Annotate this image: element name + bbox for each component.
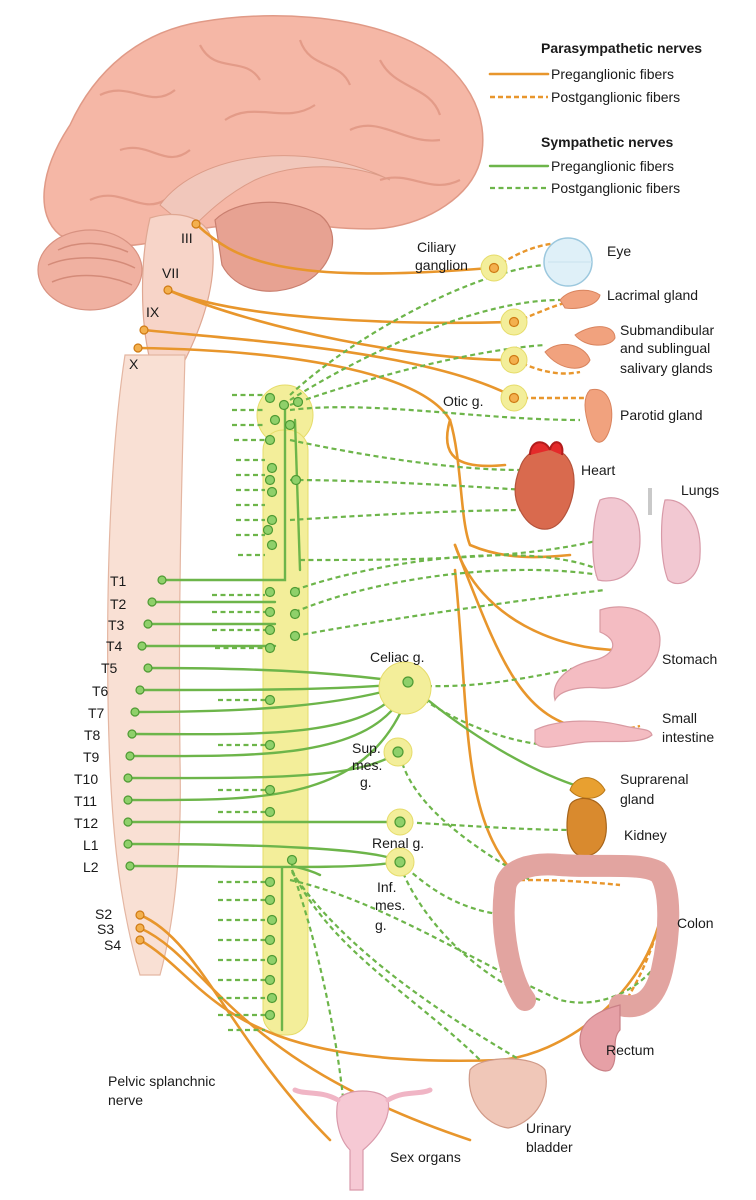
- celiac-ganglion: [378, 661, 432, 715]
- spinal-origin-nodes: [123, 219, 201, 945]
- otic-ganglion-label: Otic g.: [443, 393, 483, 409]
- spinal-level-label: T9: [83, 749, 100, 765]
- cranial-nerve-label: III: [181, 230, 193, 246]
- colon-label: Colon: [677, 915, 714, 931]
- submandibular-ganglion: [500, 346, 528, 374]
- sacral-level-label: S2: [95, 906, 112, 922]
- legend-parasympathetic-post: Postganglionic fibers: [551, 89, 680, 105]
- legend-sympathetic-post: Postganglionic fibers: [551, 180, 680, 196]
- spinal-level-label: L2: [83, 859, 99, 875]
- suprarenal-gland-label: gland: [620, 791, 654, 807]
- lungs-label: Lungs: [681, 482, 719, 498]
- pelvic-nerve-label: Pelvic splanchnic nerve: [108, 1073, 215, 1108]
- spinal-level-label: T12: [74, 815, 98, 831]
- organ-labels: Eye Lacrimal gland Submandibular and sub…: [390, 243, 719, 1165]
- heart-label: Heart: [581, 462, 615, 478]
- ganglion-labels: Ciliary ganglion Otic g. Celiac g. Sup. …: [352, 239, 483, 933]
- sex-organs-label: Sex organs: [390, 1149, 461, 1165]
- rectum-label: Rectum: [606, 1042, 654, 1058]
- cranial-nerve-label: VII: [162, 265, 179, 281]
- spinal-level-label: T6: [92, 683, 109, 699]
- celiac-ganglion-label: Celiac g.: [370, 649, 424, 665]
- chain-nodes: [262, 392, 304, 1021]
- urinary-bladder-label: Urinary: [526, 1120, 571, 1136]
- otic-ganglion: [500, 384, 528, 412]
- spinal-level-label: T4: [106, 638, 123, 654]
- sacral-level-label: S3: [97, 921, 114, 937]
- pelvic-splanchnic-nerve-label: Pelvic splanchnic: [108, 1073, 215, 1089]
- colon-illustration: [492, 853, 680, 1018]
- suprarenal-gland-label: Suprarenal: [620, 771, 689, 787]
- submandibular-label: and sublingual: [620, 340, 710, 356]
- cranial-nerve-label: IX: [146, 304, 160, 320]
- eye-label: Eye: [607, 243, 631, 259]
- rectum-illustration: [579, 1004, 621, 1072]
- sup-mes-ganglion-label: g.: [360, 774, 372, 790]
- spinal-level-label: T3: [108, 617, 125, 633]
- sacral-level-labels: S2 S3 S4: [95, 906, 121, 953]
- eye-illustration: [543, 237, 593, 287]
- spinal-level-label: T2: [110, 596, 127, 612]
- small-intestine-illustration: [534, 720, 653, 748]
- legend-sympathetic-pre: Preganglionic fibers: [551, 158, 674, 174]
- urinary-bladder-label: bladder: [526, 1139, 573, 1155]
- submandibular-label: Submandibular: [620, 322, 715, 338]
- sex-organs-illustration: [292, 1087, 433, 1191]
- small-intestine-label: Small: [662, 710, 697, 726]
- sympathetic-fibers: [126, 263, 661, 1121]
- cranial-nerve-labels: III VII IX X: [129, 230, 193, 372]
- lungs-illustration: [592, 488, 701, 585]
- legend: Parasympathetic nerves Preganglionic fib…: [488, 40, 702, 196]
- spinal-level-label: T7: [88, 705, 105, 721]
- stomach-illustration: [553, 606, 661, 702]
- renal-ganglion-label: Renal g.: [372, 835, 424, 851]
- heart-illustration: [514, 441, 575, 530]
- lacrimal-gland-illustration: [559, 289, 601, 309]
- superior-mesenteric-ganglion: [383, 737, 413, 767]
- inf-mes-ganglion-label: Inf.: [377, 879, 396, 895]
- pterygopalatine-ganglion: [500, 308, 528, 336]
- sup-mes-ganglion-label: mes.: [352, 757, 382, 773]
- spinal-level-label: T5: [101, 660, 118, 676]
- inf-mes-ganglion-label: mes.: [375, 897, 405, 913]
- small-intestine-label: intestine: [662, 729, 714, 745]
- spinal-level-label: L1: [83, 837, 99, 853]
- brainstem: [141, 213, 214, 361]
- spinal-level-label: T8: [84, 727, 101, 743]
- ciliary-ganglion: [480, 254, 508, 282]
- ciliary-ganglion-label: Ciliary: [417, 239, 456, 255]
- legend-parasympathetic-pre: Preganglionic fibers: [551, 66, 674, 82]
- spinal-level-labels: T1 T2 T3 T4 T5 T6 T7 T8 T9 T10 T11 T12 L…: [74, 573, 127, 875]
- renal-ganglion: [386, 808, 414, 836]
- inf-mes-ganglion-label: g.: [375, 917, 387, 933]
- sacral-level-label: S4: [104, 937, 121, 953]
- salivary-glands-illustration: [544, 326, 616, 369]
- chain-side-stubs: [212, 393, 265, 1032]
- spinal-level-label: T1: [110, 573, 127, 589]
- lacrimal-gland-label: Lacrimal gland: [607, 287, 698, 303]
- submandibular-label: salivary glands: [620, 360, 713, 376]
- ciliary-ganglion-label: ganglion: [415, 257, 468, 273]
- parotid-gland-illustration: [584, 388, 613, 443]
- legend-parasympathetic-title: Parasympathetic nerves: [541, 40, 702, 56]
- spinal-level-label: T11: [74, 793, 97, 809]
- urinary-bladder-illustration: [468, 1058, 547, 1129]
- spinal-level-label: T10: [74, 771, 98, 787]
- parotid-gland-label: Parotid gland: [620, 407, 703, 423]
- legend-sympathetic-title: Sympathetic nerves: [541, 134, 673, 150]
- kidney-label: Kidney: [624, 827, 667, 843]
- suprarenal-kidney-illustration: [566, 777, 607, 857]
- stomach-label: Stomach: [662, 651, 717, 667]
- sup-mes-ganglion-label: Sup.: [352, 740, 381, 756]
- pelvic-splanchnic-nerve-label: nerve: [108, 1092, 143, 1108]
- cerebellum: [37, 229, 143, 311]
- cranial-nerve-label: X: [129, 356, 139, 372]
- inferior-mesenteric-ganglion: [385, 847, 415, 877]
